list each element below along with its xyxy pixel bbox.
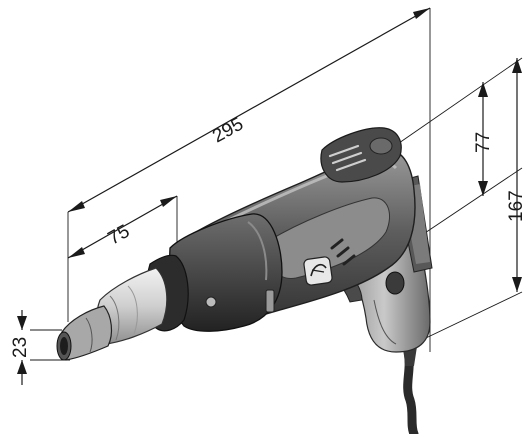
nozzle-tip xyxy=(56,305,113,361)
dim-nozzle-length-label: 75 xyxy=(105,221,134,250)
power-cord xyxy=(403,347,419,434)
vent-slots xyxy=(330,238,356,266)
fein-logo xyxy=(303,256,333,286)
dim-height-total-label: 167 xyxy=(506,190,527,222)
nose-piece xyxy=(96,267,168,345)
gear-housing xyxy=(168,213,283,332)
housing-screw xyxy=(205,296,217,308)
dim-nozzle-diameter-label: 23 xyxy=(10,337,31,358)
top-cap xyxy=(320,127,402,183)
lock-button xyxy=(385,271,405,295)
dim-height-top-label: 77 xyxy=(473,132,494,153)
dimension-lines xyxy=(17,7,522,385)
dim-overall-length-label: 295 xyxy=(209,114,247,148)
side-button xyxy=(265,289,275,313)
